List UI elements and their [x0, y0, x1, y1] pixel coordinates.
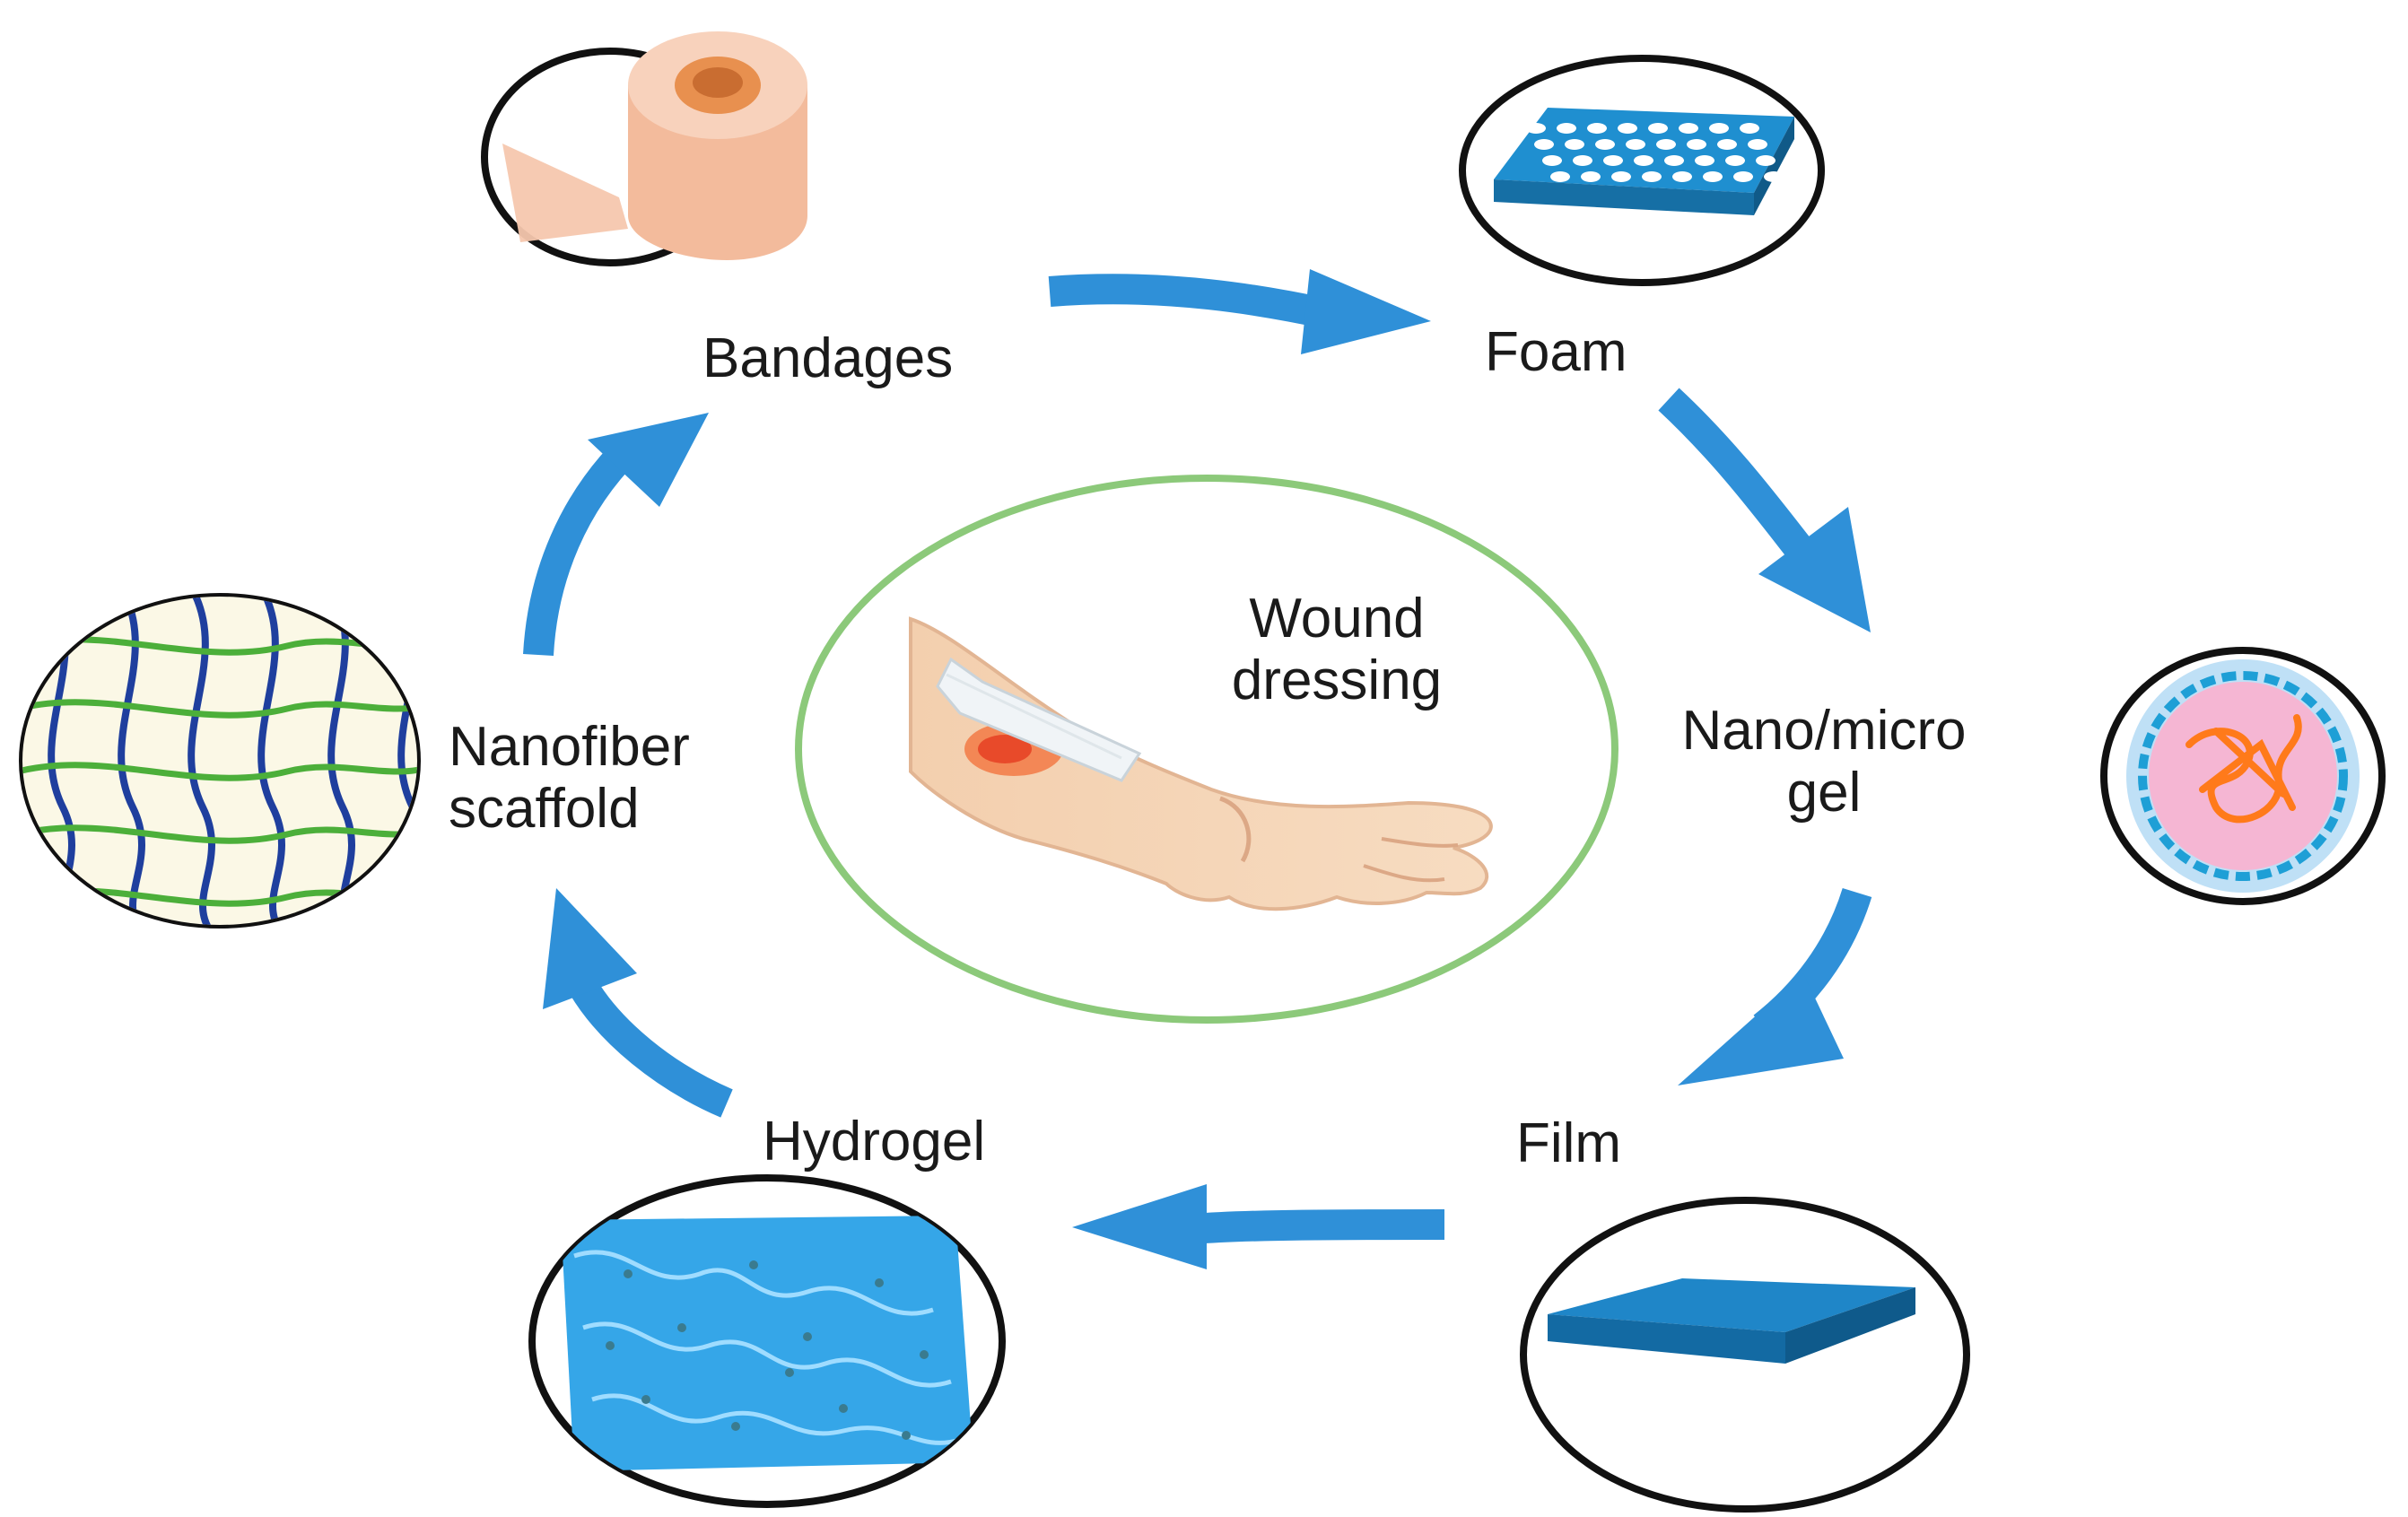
foam-sheet-icon	[1494, 108, 1794, 215]
hydrogel-dot	[677, 1323, 686, 1332]
foam-hole	[1748, 139, 1767, 150]
hydrogel-dot	[731, 1422, 740, 1431]
foam-hole	[1534, 139, 1554, 150]
arrow-bandages-to-foam	[1048, 269, 1431, 354]
foam-hole	[1550, 171, 1570, 182]
hydrogel-block-icon	[561, 1216, 973, 1471]
node-label-nanofiber: Nanofiber scaffold	[449, 716, 790, 841]
foam-hole	[1526, 123, 1546, 134]
foam-hole	[1642, 171, 1662, 182]
node-label-film: Film	[1516, 1112, 1621, 1174]
foam-hole	[1695, 155, 1714, 166]
foam-hole	[1595, 139, 1615, 150]
foam-hole	[1565, 139, 1584, 150]
foam-hole	[1634, 155, 1653, 166]
foam-hole	[1664, 155, 1684, 166]
nanofiber-strand-green	[22, 824, 417, 844]
nanogel-particle-icon	[2126, 659, 2360, 893]
node-label-line: Film	[1516, 1112, 1622, 1174]
center-label-wound-dressing: Wound dressing	[1157, 588, 1516, 712]
hydrogel-dot	[839, 1404, 848, 1413]
hydrogel-dot	[875, 1278, 884, 1287]
foam-hole	[1626, 139, 1645, 150]
hydrogel-dot	[902, 1431, 911, 1440]
foam-hole	[1618, 123, 1637, 134]
foam-hole	[1573, 155, 1592, 166]
foam-hole	[1542, 155, 1562, 166]
nanofiber-strand-green	[22, 699, 417, 719]
node-label-line: scaffold	[449, 778, 640, 841]
node-label-line: Bandages	[702, 327, 954, 389]
foam-hole	[1717, 139, 1737, 150]
foam-hole	[1756, 155, 1775, 166]
foam-hole	[1740, 123, 1759, 134]
center-label-line-1: Wound	[1249, 588, 1425, 650]
nanofiber-strand-blue	[257, 597, 285, 925]
foam-hole	[1611, 171, 1631, 182]
foam-hole	[1709, 123, 1729, 134]
foam-hole	[1603, 155, 1623, 166]
foam-hole	[1656, 139, 1676, 150]
node-label-nanogel: Nano/micro gel	[1631, 700, 2017, 824]
foam-hole	[1679, 123, 1698, 134]
hydrogel-dot	[920, 1350, 929, 1359]
arrow-hydrogel-to-nanofiber	[543, 888, 733, 1118]
hydrogel-dot	[785, 1368, 794, 1377]
hydrogel-dot	[749, 1260, 758, 1269]
node-label-line: gel	[1786, 762, 1862, 824]
arrow-nanogel-to-film	[1678, 887, 1872, 1085]
foam-hole	[1733, 171, 1753, 182]
film-sheet-icon	[1548, 1278, 1915, 1364]
foam-hole	[1703, 171, 1723, 182]
foam-hole	[1587, 123, 1607, 134]
foam-hole	[1557, 123, 1576, 134]
node-label-line: Nanofiber	[449, 716, 690, 778]
foam-hole	[1725, 155, 1745, 166]
node-label-line: Nano/micro	[1681, 700, 1967, 762]
foam-hole	[1672, 171, 1692, 182]
node-label-foam: Foam	[1485, 321, 1627, 383]
hydrogel-dot	[641, 1395, 650, 1404]
node-label-hydrogel: Hydrogel	[763, 1111, 985, 1173]
foam-hole	[1648, 123, 1668, 134]
center-ring	[795, 475, 1618, 1024]
cycle-arrows	[523, 269, 1872, 1269]
node-label-line: Foam	[1485, 321, 1627, 383]
arrow-nanofiber-to-bandages	[523, 413, 709, 657]
node-label-bandages: Bandages	[702, 327, 953, 389]
foam-hole	[1687, 139, 1706, 150]
arrow-film-to-hydrogel	[1072, 1184, 1445, 1269]
bandage-roll-icon	[502, 31, 807, 260]
nanofiber-strand-green	[22, 762, 417, 781]
hydrogel-dot	[803, 1332, 812, 1341]
wound-arm-illustration	[909, 616, 1493, 911]
hydrogel-dot	[606, 1341, 615, 1350]
foam-hole	[1581, 171, 1601, 182]
node-label-line: Hydrogel	[763, 1111, 986, 1173]
hydrogel-dot	[624, 1269, 633, 1278]
arrow-foam-to-nanogel	[1658, 388, 1871, 632]
center-label-line-2: dressing	[1231, 650, 1443, 712]
foam-hole	[1764, 171, 1784, 182]
